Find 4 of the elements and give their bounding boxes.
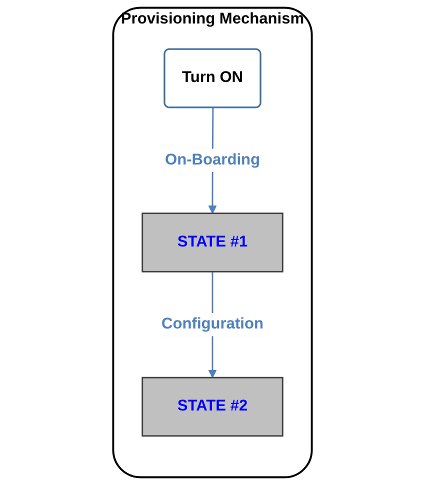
edge-label: Configuration	[162, 316, 264, 332]
edge-label: On-Boarding	[164, 152, 260, 168]
node-box: STATE #2	[142, 376, 284, 437]
node-box: STATE #1	[142, 212, 284, 272]
